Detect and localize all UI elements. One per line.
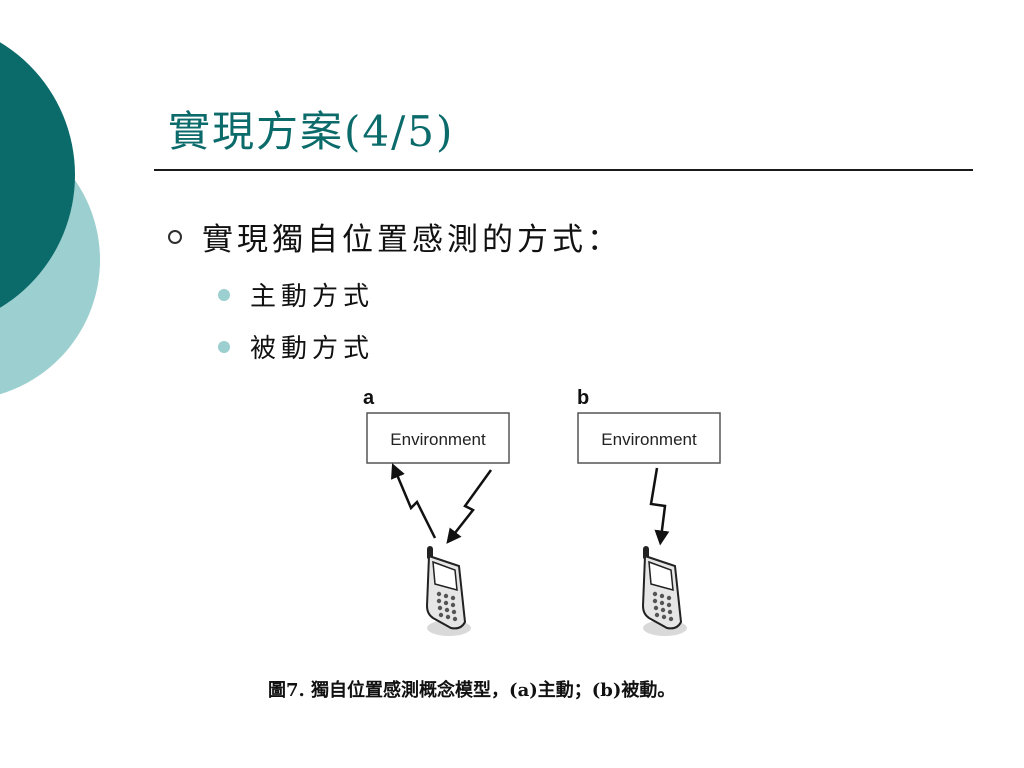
sensing-model-figure: a b Environment Environment bbox=[363, 387, 721, 637]
mobile-phone-icon-b bbox=[642, 545, 688, 637]
environment-label-a: Environment bbox=[390, 430, 486, 449]
hollow-circle-bullet-icon bbox=[168, 229, 182, 244]
filled-dot-bullet-icon bbox=[218, 340, 230, 353]
figure-caption: 圖7. 獨自位置感測概念模型，(a)主動；(b)被動。 bbox=[268, 680, 676, 701]
bullet-main-text: 實現獨自位置感測的方式： bbox=[202, 222, 622, 258]
sub-bullet-text: 被動方式 bbox=[250, 334, 375, 364]
title-divider bbox=[154, 169, 973, 171]
sub-bullet-text: 主動方式 bbox=[250, 282, 375, 312]
bullet-main: 實現獨自位置感測的方式： bbox=[168, 214, 622, 259]
filled-dot-bullet-icon bbox=[218, 288, 230, 301]
dark-teal-circle bbox=[0, 42, 75, 308]
signal-out-arrow bbox=[390, 463, 437, 539]
signal-in-arrow-b bbox=[649, 467, 670, 546]
environment-box-b bbox=[577, 412, 721, 464]
mobile-phone-icon-a bbox=[426, 545, 472, 637]
sub-bullet-active: 主動方式 bbox=[218, 276, 374, 313]
panel-a-label: a bbox=[363, 387, 375, 409]
environment-label-b: Environment bbox=[601, 430, 697, 449]
environment-box-a bbox=[366, 412, 510, 464]
sub-bullet-passive: 被動方式 bbox=[218, 328, 374, 365]
signal-in-arrow-a bbox=[446, 469, 493, 544]
decorative-circles bbox=[0, 42, 100, 395]
panel-b-label: b bbox=[577, 387, 589, 409]
slide-title: 實現方案(4/5) bbox=[168, 107, 455, 156]
